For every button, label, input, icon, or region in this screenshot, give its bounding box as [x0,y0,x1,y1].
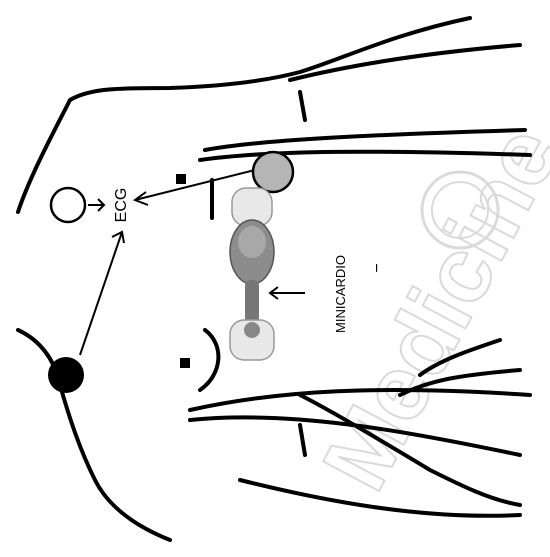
left-arm-outline [18,330,170,540]
sign-minus: − [369,263,386,272]
minicardio-label: MINICARDIO [333,255,348,333]
left-side-mark-top [300,92,305,120]
left-shoulder-outline [18,18,470,212]
left-side-mark-bottom [300,425,305,455]
filled-circle-electrode-icon [48,357,84,393]
minicardio-arrow [270,287,305,299]
minus-marker [180,358,190,368]
plus-marker [176,174,186,184]
ecg-label: ECG [113,188,130,223]
gray-circle-electrode-icon [253,152,293,192]
open-circle-electrode-icon [51,188,85,222]
ecg-arrows [80,170,255,355]
minicardio-device-icon [230,152,293,360]
sternum-bracket-bottom [200,330,218,390]
